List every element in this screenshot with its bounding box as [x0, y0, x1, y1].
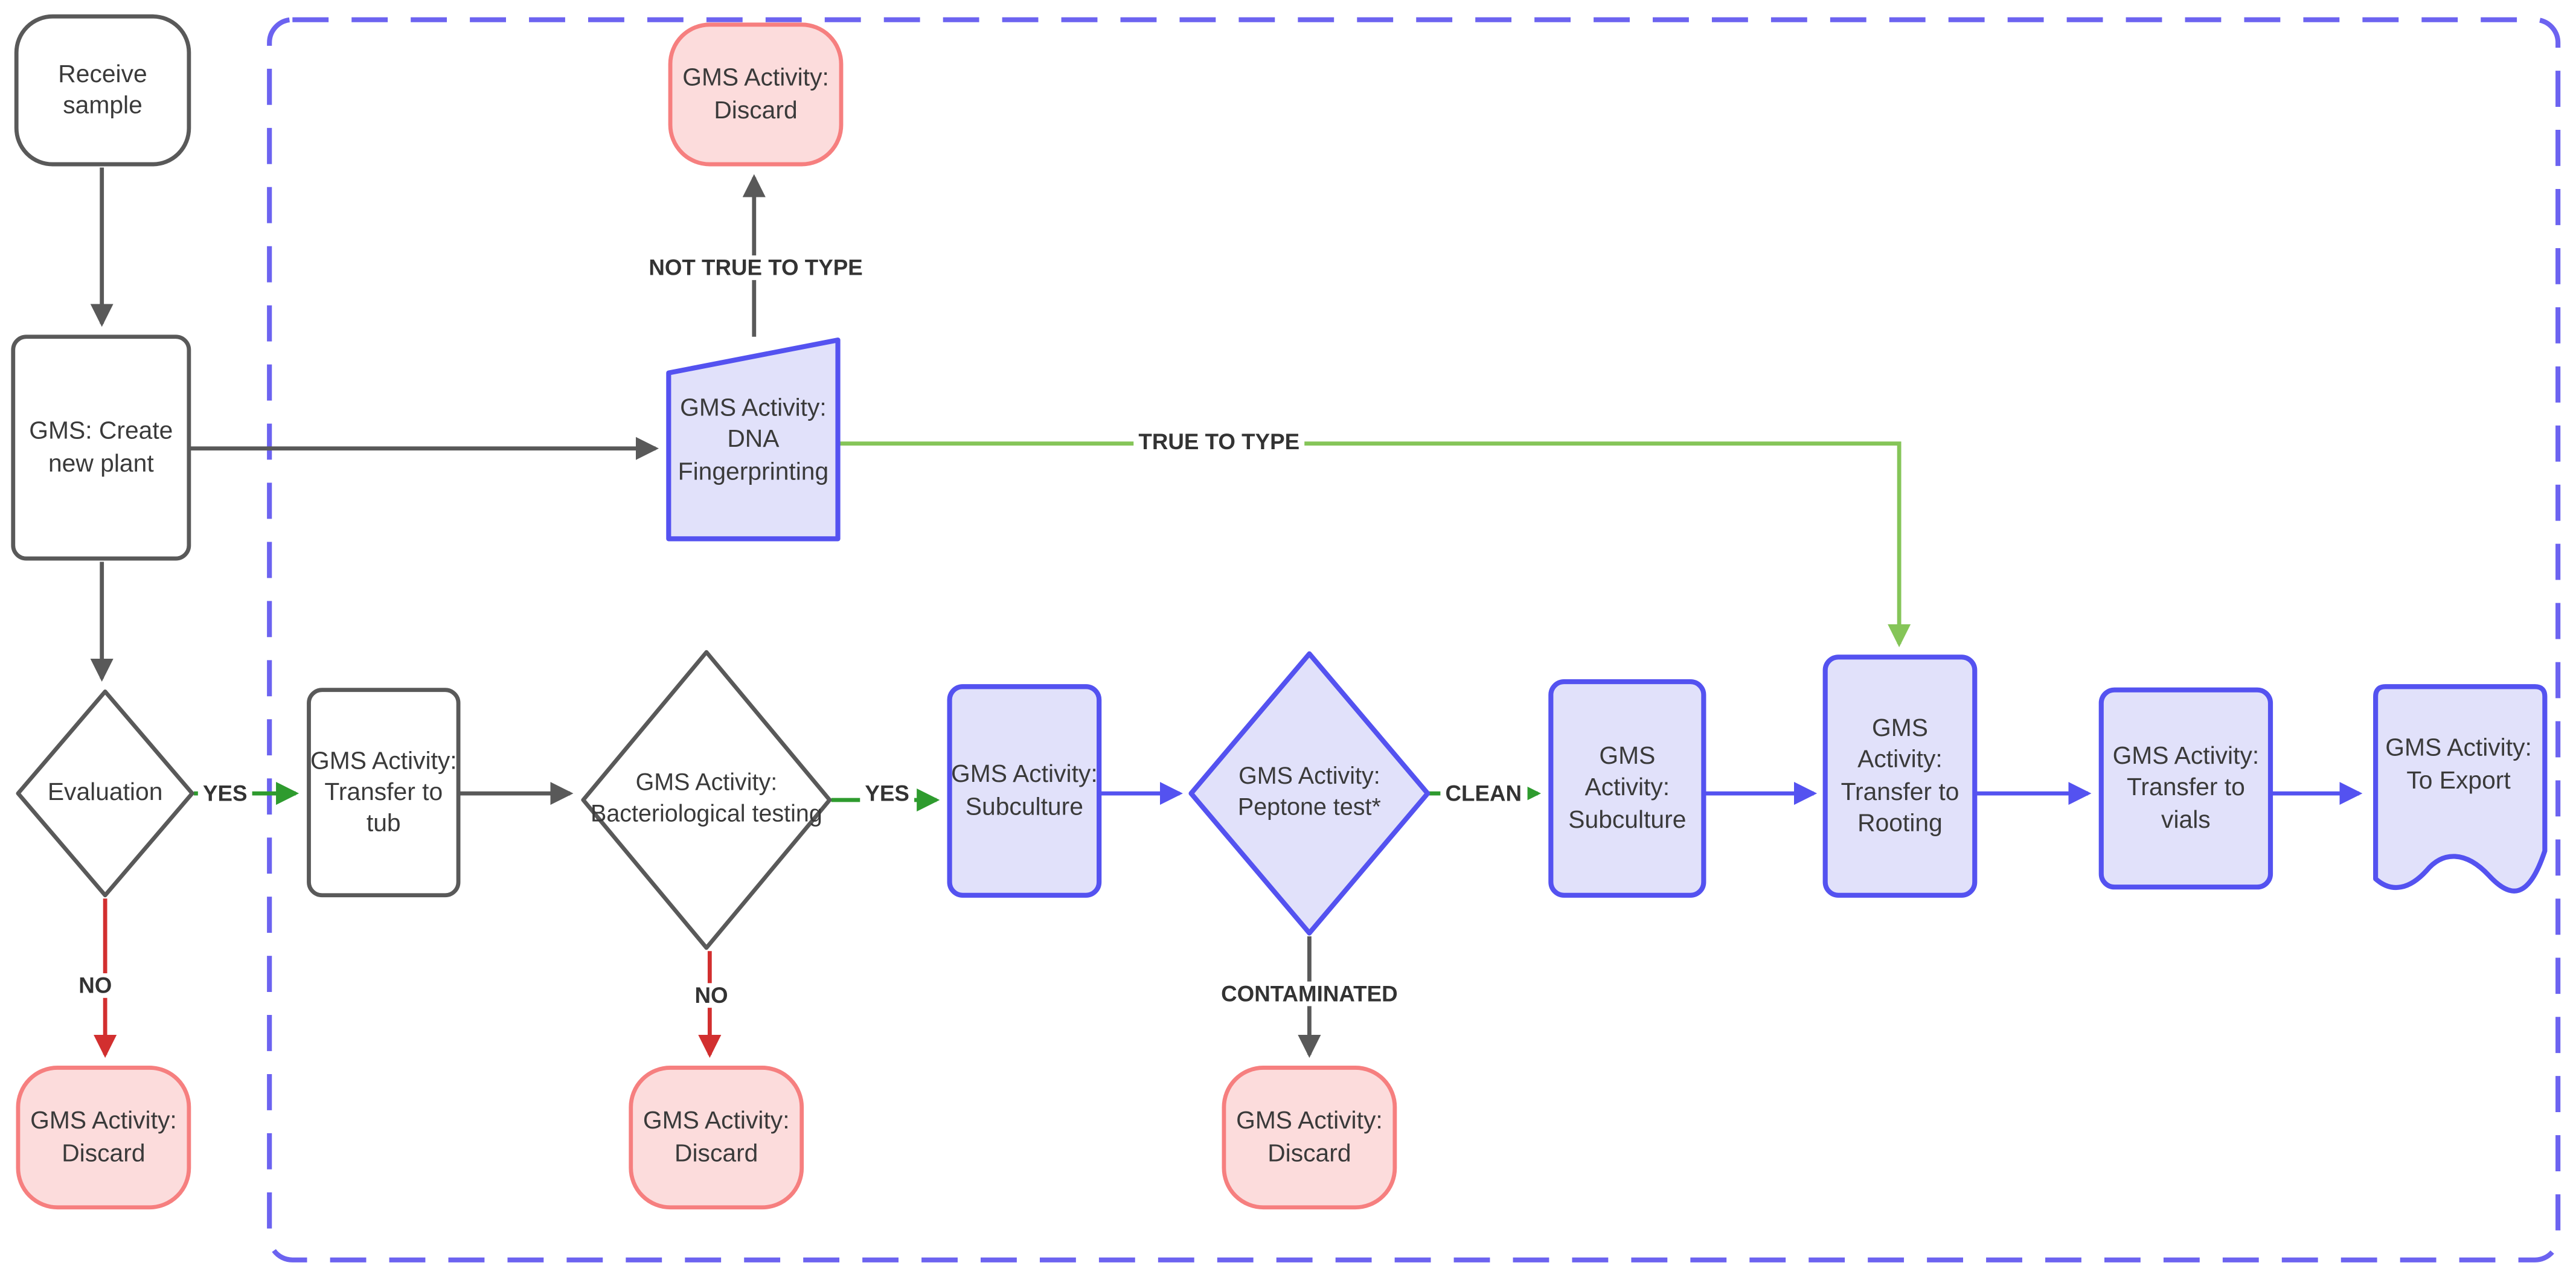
node-shape-peptone-test[interactable] [1188, 651, 1431, 936]
node-shape-subculture-1[interactable] [947, 684, 1102, 898]
node-shape-transfer-to-rooting[interactable] [1822, 654, 1978, 898]
node-shape-subculture-2[interactable] [1548, 679, 1706, 898]
node-shape-discard-peptone[interactable] [1222, 1066, 1397, 1210]
node-shape-transfer-to-vials[interactable] [2098, 687, 2273, 890]
node-shape-create-new-plant[interactable] [11, 334, 191, 561]
node-shape-dna-fingerprinting[interactable] [666, 338, 841, 542]
process-boundary[interactable] [267, 17, 2561, 1262]
node-shape-transfer-to-tub[interactable] [307, 688, 461, 898]
edge-dna-to-rooting-true-to-type[interactable] [839, 441, 1911, 647]
node-shape-discard-bacteriological[interactable] [629, 1066, 804, 1210]
node-shape-bacteriological-testing[interactable] [581, 650, 832, 950]
node-shape-to-export[interactable] [2373, 684, 2548, 894]
node-shape-discard-evaluation[interactable] [16, 1066, 191, 1210]
node-shape-evaluation[interactable] [16, 689, 194, 898]
node-shape-discard-dna[interactable] [668, 22, 844, 167]
node-shape-receive-sample[interactable] [14, 14, 191, 167]
